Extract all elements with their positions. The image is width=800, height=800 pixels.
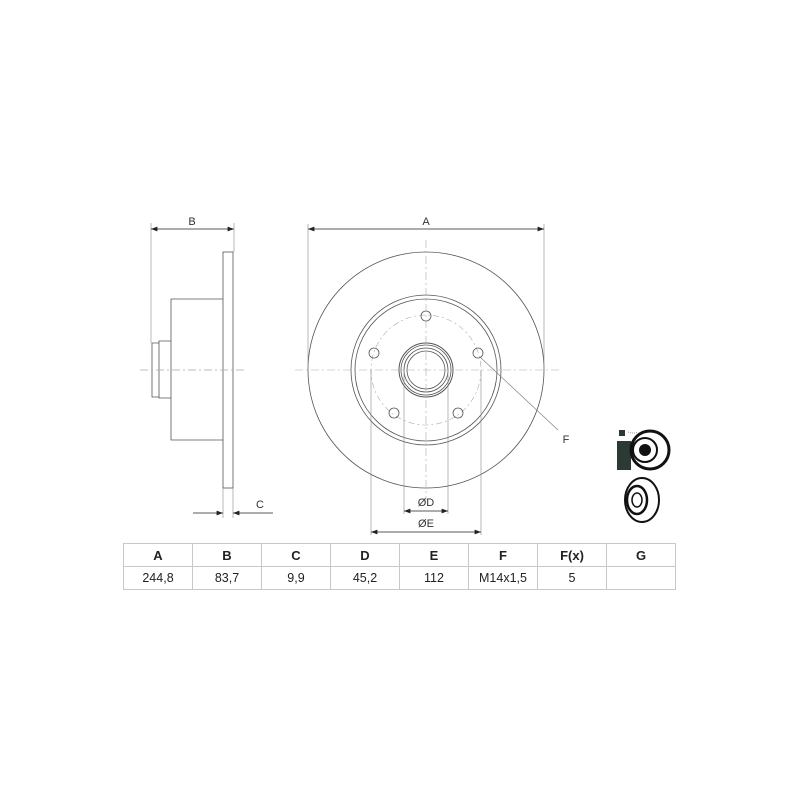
dimension-D: ØD [404, 497, 448, 514]
header-E: E [399, 543, 469, 567]
header-Fx: F(x) [537, 543, 607, 567]
value-B: 83,7 [192, 566, 262, 590]
side-view [140, 223, 245, 518]
spec-value-row: 244,8 83,7 9,9 45,2 112 M14x1,5 5 [123, 566, 676, 590]
header-C: C [261, 543, 331, 567]
spec-header-row: A B C D E F F(x) G [123, 543, 676, 567]
dim-D-label: ØD [418, 497, 435, 509]
brake-disc-coated-spray-icon [617, 429, 671, 471]
value-E: 112 [399, 566, 469, 590]
spec-table: A B C D E F F(x) G 244,8 83,7 9,9 45,2 1… [123, 543, 676, 590]
front-view [295, 224, 560, 535]
dim-E-label: ØE [418, 518, 434, 530]
value-G [606, 566, 676, 590]
header-F: F [468, 543, 538, 567]
header-A: A [123, 543, 193, 567]
header-B: B [192, 543, 262, 567]
dimension-C: C [193, 499, 273, 516]
value-Fx: 5 [537, 566, 607, 590]
brake-disc-icon [624, 477, 660, 523]
callout-F-label: F [563, 434, 570, 446]
dimension-B: B [151, 216, 234, 232]
value-F: M14x1,5 [468, 566, 538, 590]
dim-C-label: C [256, 499, 264, 511]
dimension-E: ØE [371, 518, 481, 535]
dim-B-label: B [188, 216, 195, 228]
dimension-A: A [308, 216, 544, 232]
value-A: 244,8 [123, 566, 193, 590]
value-C: 9,9 [261, 566, 331, 590]
value-D: 45,2 [330, 566, 400, 590]
header-G: G [606, 543, 676, 567]
header-D: D [330, 543, 400, 567]
dim-A-label: A [422, 216, 430, 228]
